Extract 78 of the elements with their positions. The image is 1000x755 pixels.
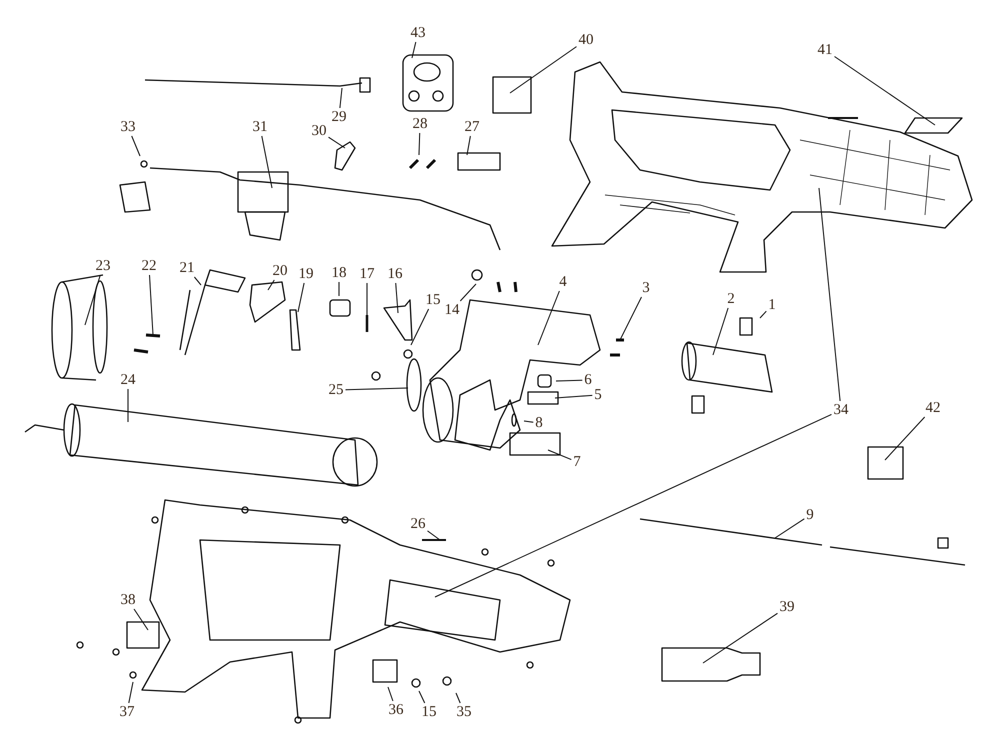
leader-line <box>774 518 805 538</box>
callout-number: 29 <box>330 109 348 125</box>
callout-number: 28 <box>412 116 428 132</box>
leader-line <box>548 450 572 460</box>
leader-line <box>131 136 140 156</box>
leader-line <box>149 274 154 336</box>
leader-line <box>427 530 440 540</box>
callout-number: 16 <box>386 266 404 282</box>
leader-line <box>395 282 398 314</box>
callout-number: 31 <box>252 119 268 135</box>
leader-line <box>818 188 841 402</box>
callout-number: 15 <box>420 704 438 720</box>
callout-number: 5 <box>593 387 603 403</box>
leader-line <box>328 136 346 148</box>
callout-number: 42 <box>924 400 942 416</box>
callout-number: 20 <box>272 263 288 279</box>
leader-line <box>834 56 936 126</box>
callout-number: 17 <box>358 266 376 282</box>
leader-line <box>434 414 832 598</box>
leader-line <box>194 276 202 286</box>
callout-number: 37 <box>118 704 136 720</box>
callout-number: 23 <box>94 258 112 274</box>
callout-number: 30 <box>310 123 328 139</box>
callout-number: 19 <box>298 266 314 282</box>
leader-line <box>261 136 272 188</box>
leader-line <box>418 690 426 704</box>
callout-number: 41 <box>816 42 834 58</box>
callout-number: 9 <box>805 507 815 523</box>
callout-number: 34 <box>832 402 850 418</box>
leader-line <box>554 394 593 398</box>
callout-number: 40 <box>578 32 594 48</box>
callout-number: 18 <box>330 265 348 281</box>
callout-number: 25 <box>328 382 344 398</box>
callout-number: 4 <box>558 274 568 290</box>
leader-line <box>538 290 560 346</box>
leader-line <box>466 136 471 156</box>
leader-line <box>456 692 461 704</box>
leader-line <box>418 132 420 156</box>
callout-number: 6 <box>583 372 593 388</box>
leader-line <box>339 88 342 108</box>
callout-number: 35 <box>456 704 472 720</box>
leader-line <box>134 608 148 630</box>
leader-line <box>884 416 926 460</box>
leader-line <box>412 42 416 58</box>
callout-number: 21 <box>178 260 196 276</box>
callout-number: 39 <box>778 599 796 615</box>
leader-line <box>620 296 642 340</box>
leader-line <box>712 308 729 356</box>
leader-line <box>410 308 430 346</box>
callout-number: 7 <box>572 454 582 470</box>
leader-line <box>268 280 275 290</box>
leader-line <box>338 282 340 296</box>
leader-line <box>460 284 476 302</box>
leader-line <box>388 686 394 702</box>
leader-line <box>298 282 305 312</box>
callout-number: 2 <box>726 291 736 307</box>
callout-number: 33 <box>120 119 136 135</box>
callout-number: 1 <box>767 297 777 313</box>
leader-line <box>366 282 368 316</box>
leader-line <box>702 612 778 664</box>
leader-line <box>128 682 134 704</box>
callout-number: 38 <box>120 592 136 608</box>
callout-number: 24 <box>120 372 136 388</box>
callout-number: 26 <box>410 516 426 532</box>
leader-line <box>345 388 408 390</box>
callout-number: 22 <box>140 258 158 274</box>
leader-line <box>524 420 534 423</box>
callout-number: 27 <box>464 119 480 135</box>
callout-number: 15 <box>424 292 442 308</box>
callout-number: 8 <box>534 415 544 431</box>
callout-number: 14 <box>444 302 460 318</box>
callout-number: 36 <box>388 702 404 718</box>
callout-number: 3 <box>641 280 651 296</box>
callout-number: 43 <box>410 25 426 41</box>
leader-line <box>760 310 767 318</box>
leader-line <box>510 46 577 94</box>
leader-line <box>84 274 101 326</box>
leader-line <box>556 380 583 382</box>
